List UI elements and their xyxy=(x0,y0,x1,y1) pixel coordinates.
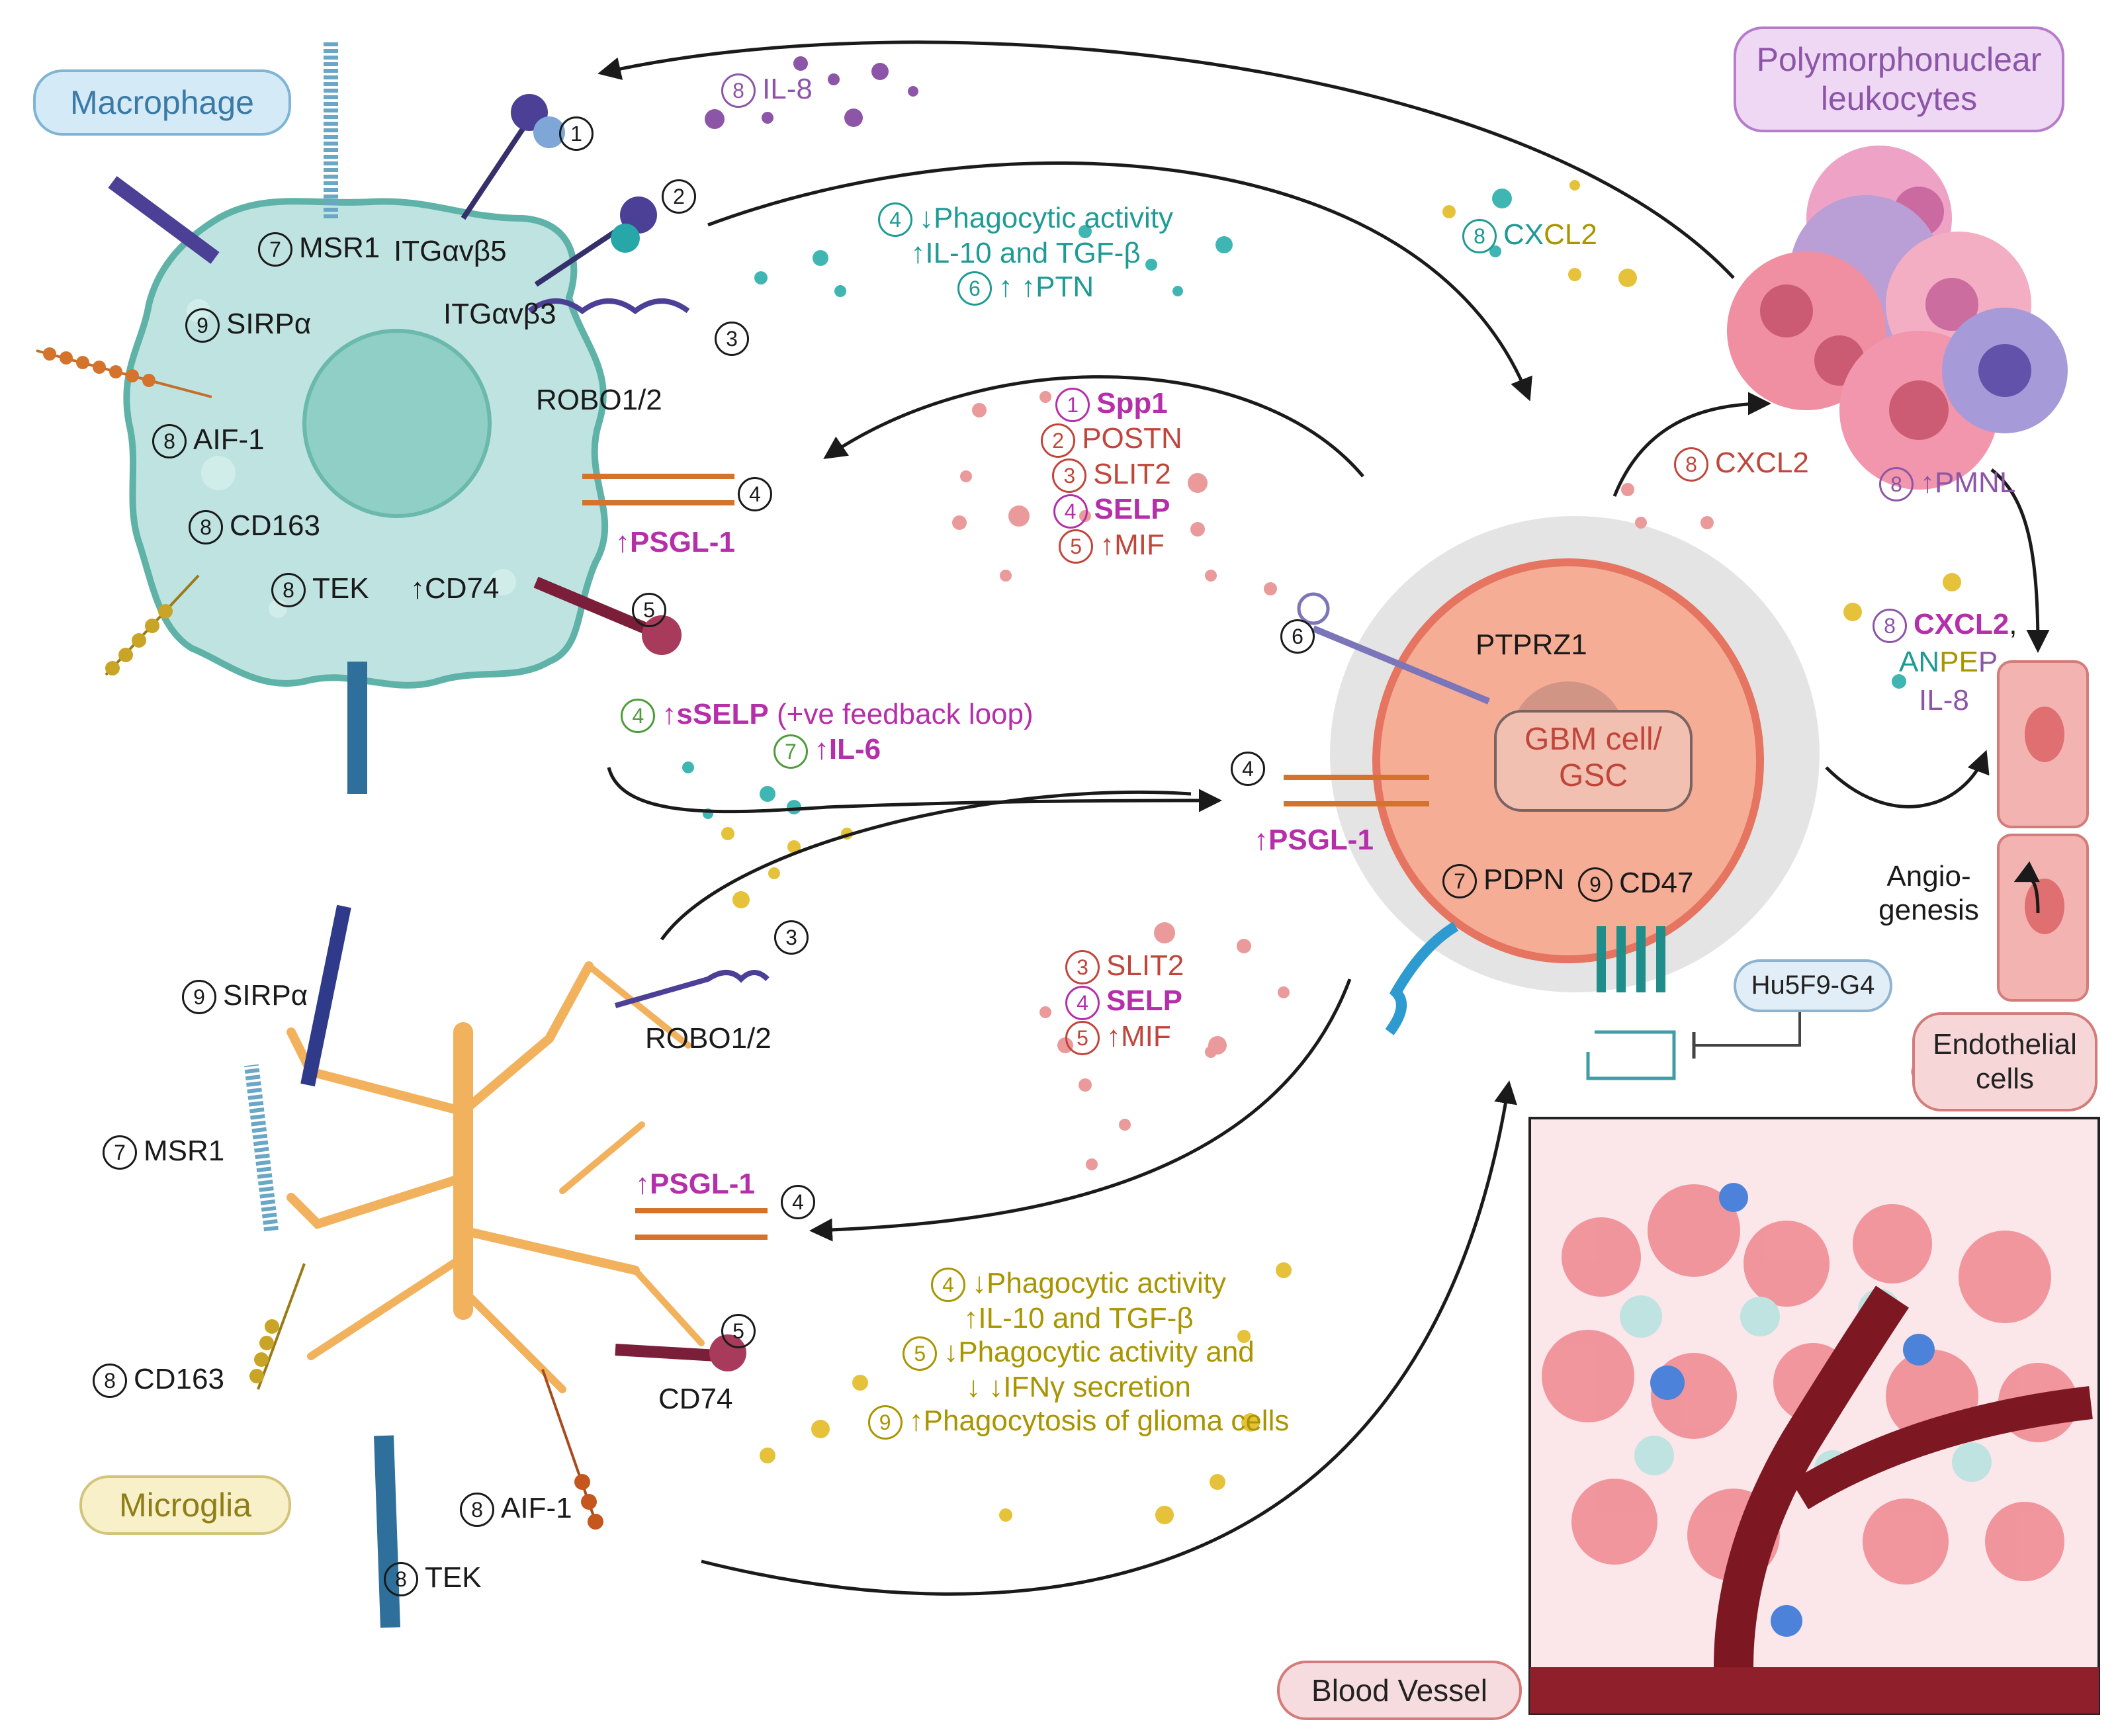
mac-receptor-number-1: 1 xyxy=(559,116,600,152)
mac-receptor-number-2: 2 xyxy=(662,179,703,214)
gbm-receptor-number-4: 4 xyxy=(1231,751,1272,787)
mac-itgavb5-label: ITGαvβ5 xyxy=(394,235,507,267)
microglia-label: Microglia xyxy=(79,1475,291,1535)
sselp-il6-effects: 4↑sSELP (+ve feedback loop) 7↑IL-6 xyxy=(589,698,1065,769)
mac-itgavb3-label: ITGαvβ3 xyxy=(443,298,556,330)
blood-vessel-panel xyxy=(1528,1117,2100,1715)
mac-receptor-number-5: 5 xyxy=(632,592,673,628)
macrophage-nucleus xyxy=(302,329,492,518)
pmnl-increase-label: 8↑PMNL xyxy=(1879,466,2015,502)
gbm-receptor-number-6: 6 xyxy=(1280,619,1321,654)
gbm-ptprz1-label: PTPRZ1 xyxy=(1476,629,1587,661)
micro-receptor-number-4: 4 xyxy=(781,1184,822,1220)
micro-receptor-number-3: 3 xyxy=(774,920,815,955)
mac-robo-label: ROBO1/2 xyxy=(536,384,662,416)
micro-receptor-number-5: 5 xyxy=(721,1313,762,1349)
macrophage-label: Macrophage xyxy=(33,69,291,136)
micro-cd74-label: CD74 xyxy=(658,1383,733,1415)
angiogenesis-label: Angio-genesis xyxy=(1878,860,1979,926)
gbm-receptor-glyphs xyxy=(1284,592,1801,1080)
mac-receptor-number-4: 4 xyxy=(738,476,779,512)
hu5f9-g4-label: Hu5F9-G4 xyxy=(1734,959,1892,1012)
interaction-arrows xyxy=(597,40,2050,1596)
gbm-label: GBM cell/GSC xyxy=(1524,722,1663,794)
mac-cd74-label: ↑CD74 xyxy=(410,572,500,605)
microglia-receptor-glyphs xyxy=(244,904,770,1628)
microglia-effects: 4↓Phagocytic activity ↑IL-10 and TGF-β 5… xyxy=(814,1267,1343,1440)
blood-vessel-label: Blood Vessel xyxy=(1277,1661,1522,1720)
micro-psgl1-label: ↑PSGL-1 xyxy=(635,1168,755,1200)
mac-psgl1-label: ↑PSGL-1 xyxy=(615,526,735,558)
macrophage-cell xyxy=(123,198,609,689)
gbm-label-box xyxy=(1494,710,1693,812)
signal-dots xyxy=(682,56,1961,1524)
micro-robo-label: ROBO1/2 xyxy=(645,1022,772,1055)
mac-receptor-number-3: 3 xyxy=(715,321,756,357)
pmnl-cells xyxy=(1727,146,2068,490)
gbm-psgl1-label: ↑PSGL-1 xyxy=(1254,824,1374,856)
mac-to-gbm-effects: 4↓Phagocytic activity ↑IL-10 and TGF-β 6… xyxy=(814,202,1237,306)
